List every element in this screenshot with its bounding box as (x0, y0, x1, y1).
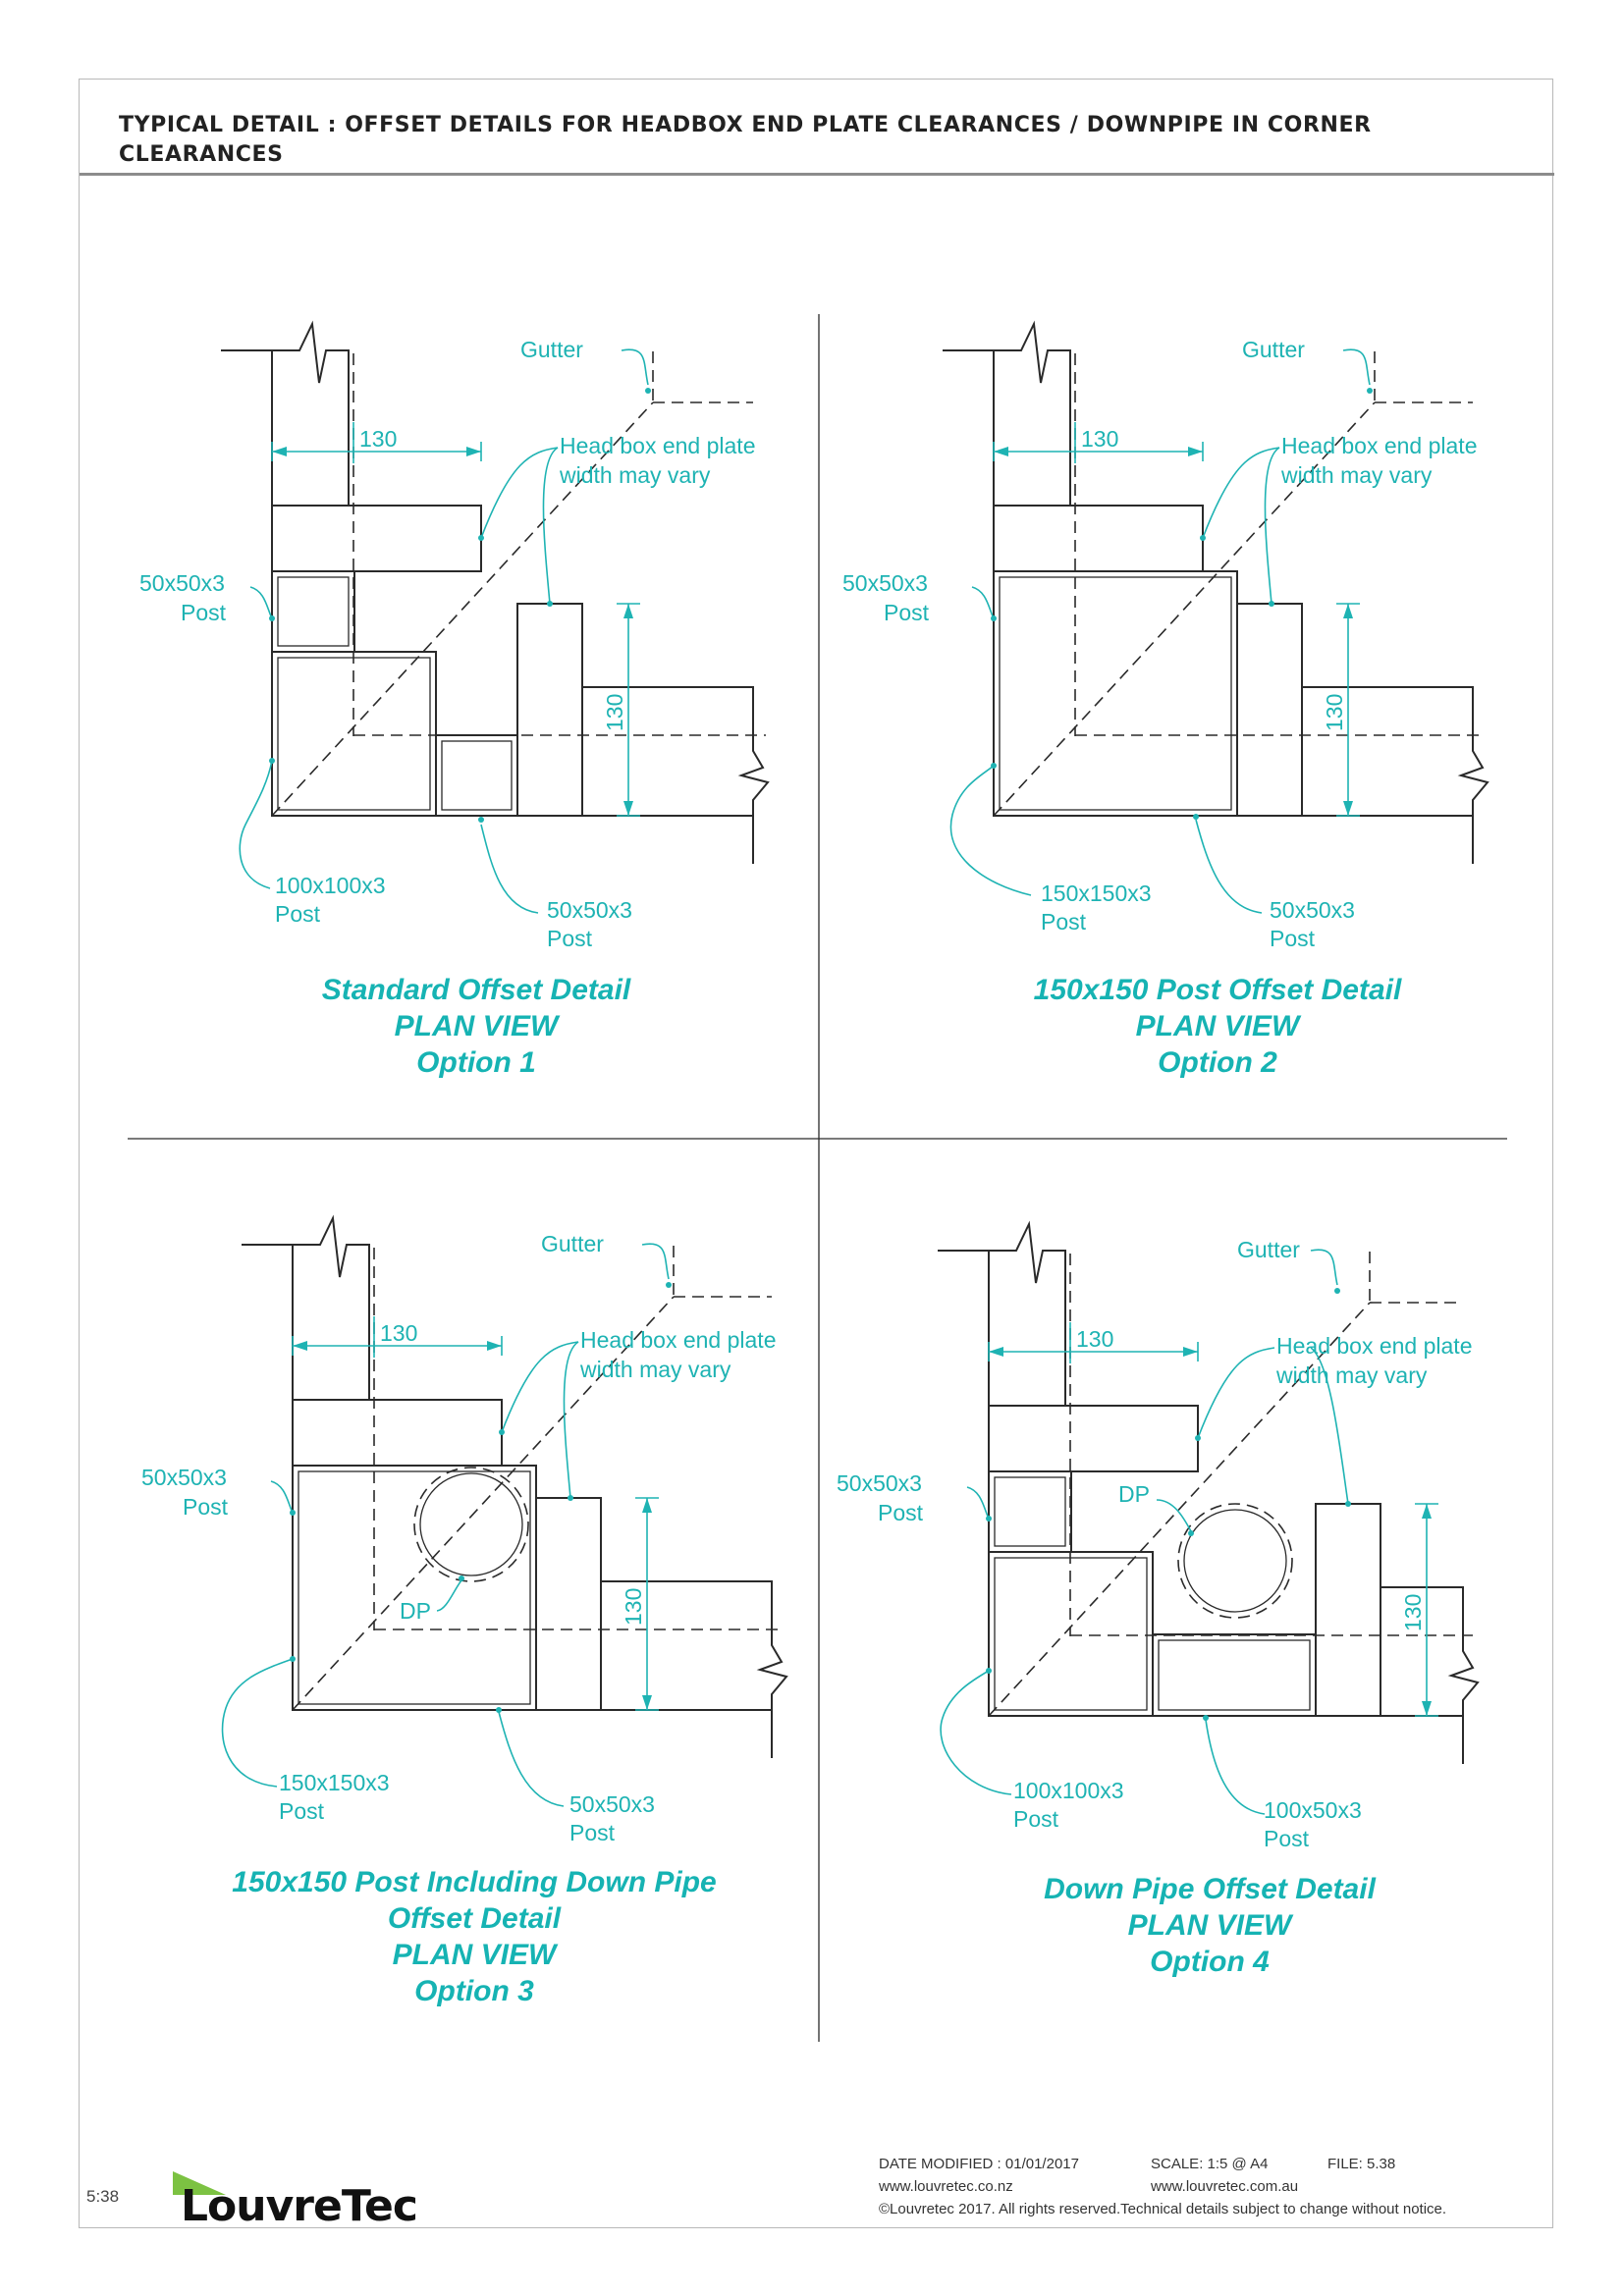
panel-3-post-right-word: Post (569, 1820, 616, 1845)
panel-2-dimensions: 130 130 (993, 422, 1360, 817)
panel-3-post-right-size: 50x50x3 (569, 1791, 655, 1817)
panel-4-labels: Gutter Head box end plate width may vary… (837, 1237, 1473, 1851)
panel-1-caption-2: PLAN VIEW (395, 1010, 561, 1042)
panel-3-post-top-size: 50x50x3 (141, 1465, 227, 1490)
panel-3-leaders (221, 1243, 672, 1807)
page-number: 5:38 (86, 2187, 120, 2206)
panel-4-caption-2: PLAN VIEW (1128, 1909, 1294, 1942)
panel-4-headbox-label-2: width may vary (1275, 1362, 1428, 1388)
panel-4-dim-horizontal: 130 (1076, 1326, 1113, 1352)
panel-4-post-top-word: Post (878, 1500, 924, 1525)
panel-option-4: 130 130 Gutter Head box end plate width … (837, 1220, 1480, 1978)
louvretec-logo: LouvreTec (173, 2171, 458, 2231)
panel-1-labels: Gutter Head box end plate width may vary… (139, 337, 756, 951)
panel-4-leaders (940, 1249, 1351, 1815)
panel-3-dim-vertical: 130 (621, 1588, 646, 1626)
panel-2-dim-horizontal: 130 (1081, 426, 1118, 452)
panel-3-linework (242, 1214, 788, 1758)
panel-1-post-top-word: Post (181, 600, 227, 625)
panel-1-post-right-size: 50x50x3 (547, 897, 632, 923)
panel-4-post-right-word: Post (1264, 1826, 1310, 1851)
panel-1-post-top-size: 50x50x3 (139, 570, 225, 596)
panel-3-post-main-size: 150x150x3 (279, 1770, 390, 1795)
panel-1-post-main-size: 100x100x3 (275, 873, 386, 898)
panel-2-dim-vertical: 130 (1322, 694, 1347, 731)
panel-2-linework (943, 320, 1489, 864)
panel-3-labels: Gutter Head box end plate width may vary… (141, 1231, 777, 1845)
panel-2-post-main-word: Post (1041, 909, 1087, 934)
logo-wordmark: LouvreTec (181, 2181, 418, 2231)
panel-1-gutter-label: Gutter (520, 337, 583, 362)
drawing-sheet: TYPICAL DETAIL : OFFSET DETAILS FOR HEAD… (79, 79, 1554, 2228)
panel-2-caption-1: 150x150 Post Offset Detail (1034, 974, 1402, 1006)
panel-4-post-main-size: 100x100x3 (1013, 1778, 1124, 1803)
panel-3-post-main-word: Post (279, 1798, 325, 1824)
panel-4-caption-1: Down Pipe Offset Detail (1044, 1873, 1377, 1905)
panel-1-dim-horizontal: 130 (359, 426, 397, 452)
panel-1-linework (221, 320, 770, 864)
panel-1-headbox-label-2: width may vary (559, 462, 711, 488)
panel-3-caption-2: Offset Detail (388, 1902, 562, 1935)
panel-1-dimensions: 130 130 (271, 422, 640, 817)
panel-4-caption-3: Option 4 (1150, 1946, 1270, 1978)
panel-2-post-top-word: Post (884, 600, 930, 625)
panel-4-post-top-size: 50x50x3 (837, 1470, 922, 1496)
panel-option-2: 130 130 Gutter Head box end plate width … (842, 320, 1489, 1079)
panel-4-dimensions: 130 130 (988, 1322, 1438, 1717)
page-title: TYPICAL DETAIL : OFFSET DETAILS FOR HEAD… (119, 113, 1372, 167)
panel-4-post-main-word: Post (1013, 1806, 1059, 1832)
panel-4-dp-label: DP (1118, 1481, 1150, 1507)
panel-2-post-top-size: 50x50x3 (842, 570, 928, 596)
panel-3-headbox-label-2: width may vary (579, 1357, 731, 1382)
panel-4-post-right-size: 100x50x3 (1264, 1797, 1362, 1823)
panel-1-caption-1: Standard Offset Detail (322, 974, 631, 1006)
logo-accent-icon (173, 2171, 226, 2195)
panel-2-post-right-size: 50x50x3 (1270, 897, 1355, 923)
panel-2-caption-3: Option 2 (1158, 1046, 1277, 1079)
panel-option-1: 130 130 Gutter Head box end plate width … (139, 320, 770, 1079)
panel-2-post-right-word: Post (1270, 926, 1316, 951)
panel-1-post-right-word: Post (547, 926, 593, 951)
panel-4-gutter-label: Gutter (1237, 1237, 1300, 1262)
panel-2-labels: Gutter Head box end plate width may vary… (842, 337, 1478, 951)
panel-1-post-main-word: Post (275, 901, 321, 927)
panel-2-headbox-label-1: Head box end plate (1281, 433, 1478, 458)
panel-4-headbox-label-1: Head box end plate (1276, 1333, 1473, 1359)
panel-2-headbox-label-2: width may vary (1280, 462, 1433, 488)
panel-4-dim-vertical: 130 (1400, 1594, 1426, 1631)
panel-3-gutter-label: Gutter (541, 1231, 604, 1256)
panel-1-leaders (239, 348, 651, 914)
panel-2-post-main-size: 150x150x3 (1041, 881, 1152, 906)
panel-2-leaders (949, 348, 1373, 914)
panel-1-headbox-label-1: Head box end plate (560, 433, 756, 458)
panel-3-caption-1: 150x150 Post Including Down Pipe (232, 1866, 716, 1898)
panel-2-caption-2: PLAN VIEW (1136, 1010, 1302, 1042)
panel-1-caption-3: Option 1 (416, 1046, 536, 1079)
panel-3-post-top-word: Post (183, 1494, 229, 1520)
panel-3-caption-4: Option 3 (414, 1975, 534, 2007)
panel-option-3: 130 130 Gutter Head box end plate width … (141, 1214, 788, 2007)
panel-3-caption-3: PLAN VIEW (393, 1939, 559, 1971)
panel-4-linework (938, 1220, 1480, 1764)
panel-3-dp-label: DP (400, 1598, 431, 1624)
title-rule (80, 173, 1554, 176)
panel-1-dim-vertical: 130 (602, 694, 627, 731)
panel-3-dim-horizontal: 130 (380, 1320, 417, 1346)
panel-2-gutter-label: Gutter (1242, 337, 1305, 362)
panel-3-dimensions: 130 130 (292, 1316, 659, 1711)
panel-3-headbox-label-1: Head box end plate (580, 1327, 777, 1353)
